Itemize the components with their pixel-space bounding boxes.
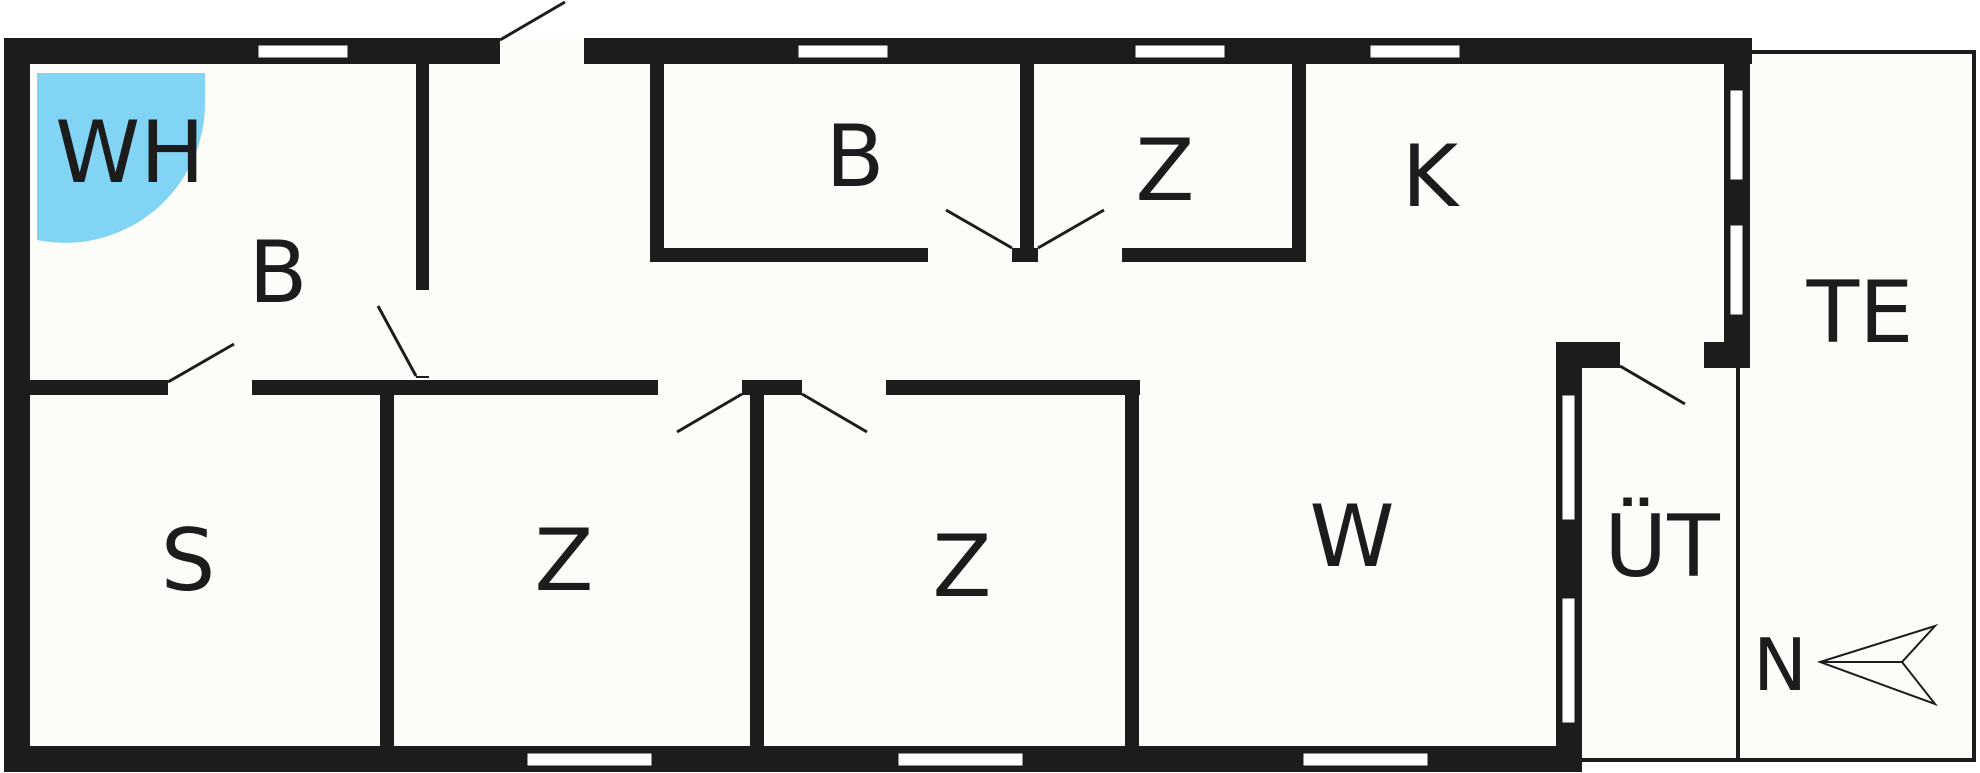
door-swings: [167, 0, 1686, 434]
room-label-room-south-1: Z: [535, 511, 594, 611]
room-label-wh: WH: [55, 103, 205, 203]
north-label: N: [1753, 623, 1807, 707]
whirlpool-tub: [37, 73, 206, 243]
north-arrow: N: [1753, 623, 1939, 707]
room-label-terrace: TE: [1806, 263, 1914, 363]
north-arrow-icon: [1816, 623, 1939, 707]
room-label-sauna: S: [161, 511, 216, 611]
room-label-utility: ÜT: [1604, 497, 1720, 597]
terrace-outline: [1580, 50, 1976, 762]
windows: [257, 44, 1744, 767]
floor-terrace: [1744, 50, 1974, 760]
room-label-kitchen: K: [1402, 127, 1461, 227]
room-labels: WH B B Z K TE S Z Z W ÜT: [55, 103, 1913, 617]
room-label-bath-north: B: [826, 107, 885, 207]
room-label-bath-west: B: [249, 223, 308, 323]
door-openings: [168, 38, 1704, 395]
room-label-room-south-2: Z: [933, 517, 992, 617]
room-label-living: W: [1309, 487, 1394, 587]
floor-main: [4, 38, 1744, 763]
room-label-room-north: Z: [1136, 121, 1195, 221]
